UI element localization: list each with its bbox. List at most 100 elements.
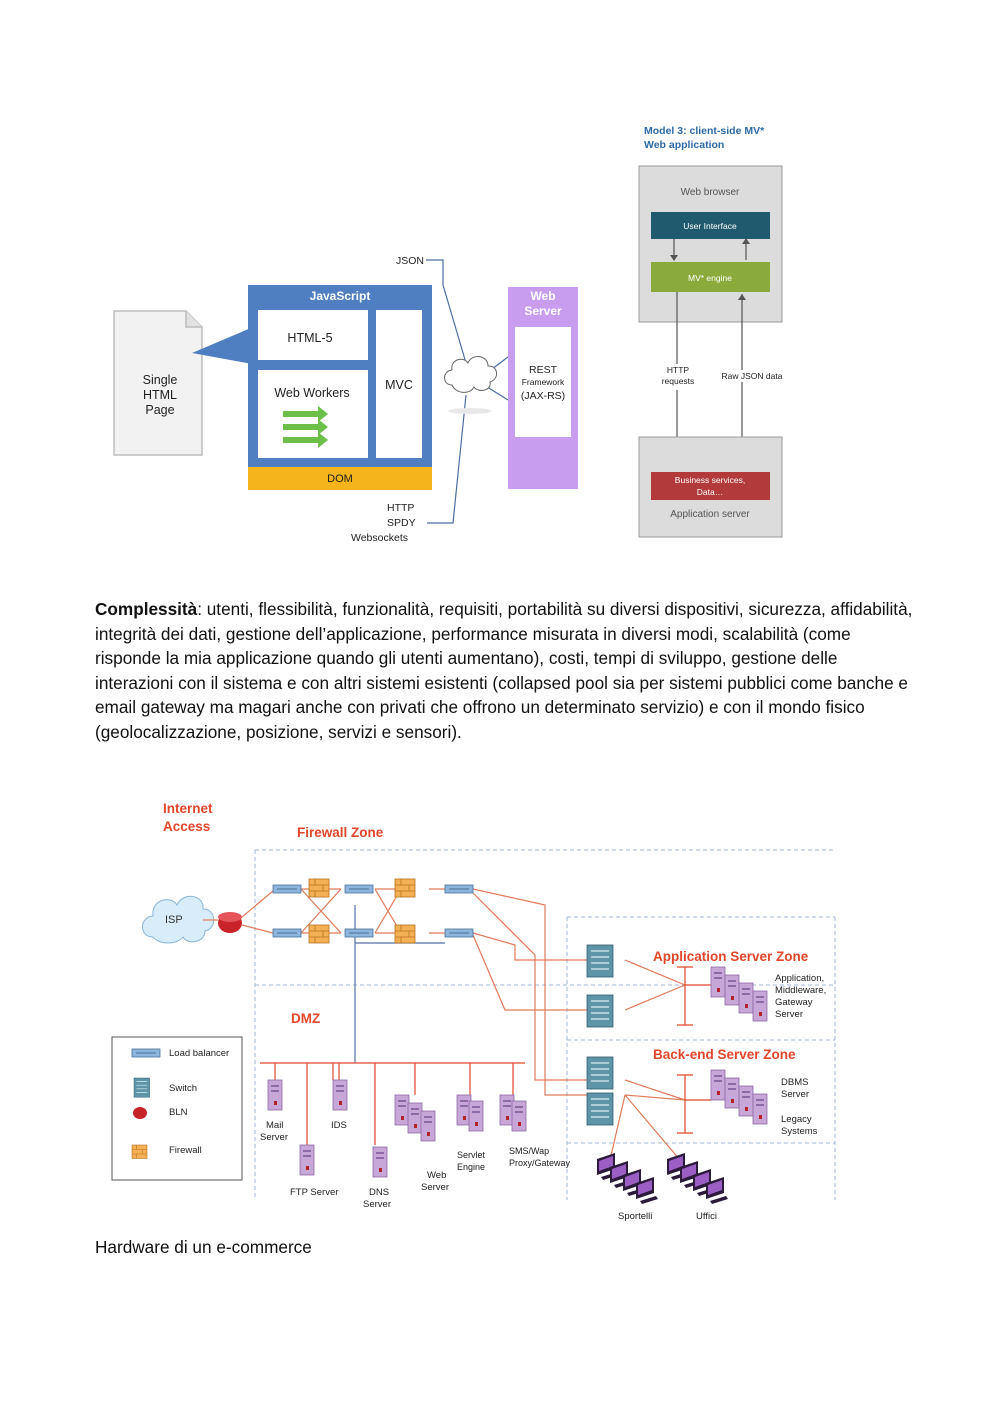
ftp-label: FTP Server [290, 1187, 338, 1198]
legend-switch: Switch [169, 1083, 197, 1094]
servlet-engine-icon [456, 1094, 484, 1132]
arrows-icon [283, 406, 328, 448]
servlet-2: Engine [457, 1162, 485, 1172]
uffici-label: Uffici [696, 1211, 717, 1222]
router-icon [218, 912, 242, 933]
firewall-icon [394, 878, 416, 898]
internet-access-2: Access [163, 819, 210, 834]
spa-architecture-diagram: Single HTML Page JavaScript HTML-5 Web W… [113, 255, 578, 544]
dbms-1: DBMS [781, 1077, 808, 1088]
model-title-2: Web application [644, 139, 724, 151]
cloud-icon [444, 356, 497, 414]
app-desc-3: Gateway [775, 997, 813, 1008]
complexity-paragraph: Complessità: utenti, flessibilità, funzi… [95, 597, 915, 745]
firewall-icon [308, 924, 330, 944]
mv-model-diagram: Model 3: client-side MV* Web application… [638, 125, 786, 538]
mv-engine-box [651, 262, 770, 292]
page-label-line-2: HTML [143, 388, 177, 402]
dom-label: DOM [327, 473, 353, 485]
web-server-cluster-icon [394, 1094, 436, 1142]
rest-box [515, 327, 571, 437]
legacy-2: Systems [781, 1126, 818, 1137]
dns-2: Server [363, 1199, 391, 1210]
isp-label: ISP [165, 914, 183, 926]
sms-1: SMS/Wap [509, 1146, 549, 1156]
single-html-page-icon: Single HTML Page [113, 310, 203, 456]
firewall-icon [308, 878, 330, 898]
user-interface-box [651, 212, 770, 239]
app-server-cluster-icon [710, 966, 768, 1022]
legacy-1: Legacy [781, 1114, 812, 1125]
raw-json-label: Raw JSON data [722, 371, 783, 381]
network-links [203, 888, 686, 1161]
firewall-icon [131, 1144, 148, 1159]
web-workers-label: Web Workers [274, 386, 349, 400]
page-label-line-3: Page [145, 403, 174, 417]
ids-label: IDS [331, 1120, 347, 1131]
app-server-zone-label: Application Server Zone [653, 949, 809, 964]
sportelli-terminals-icon [597, 1153, 658, 1204]
http-requests-1: HTTP [667, 365, 690, 375]
html5-label: HTML-5 [287, 331, 332, 345]
mail-2: Server [260, 1132, 288, 1143]
json-bracket [426, 259, 444, 285]
model-title-1: Model 3: client-side MV* [644, 125, 765, 137]
paragraph-text: : utenti, flessibilità, funzionalità, re… [95, 599, 913, 742]
sportelli-label: Sportelli [618, 1211, 652, 1222]
rest-line-3: (JAX-RS) [521, 390, 565, 402]
mv-engine-label: MV* engine [688, 273, 732, 283]
dbms-cluster-icon [710, 1069, 768, 1125]
load-balancer-icon [444, 884, 474, 894]
mail-1: Mail [266, 1120, 283, 1131]
firewall-zone-label: Firewall Zone [297, 825, 384, 840]
business-line-1: Business services, [675, 475, 745, 485]
legend-load-balancer: Load balancer [169, 1048, 229, 1059]
web-server-title-1: Web [530, 289, 555, 303]
dom-bar [248, 467, 432, 490]
servlet-1: Servlet [457, 1150, 486, 1160]
ids-server-icon [332, 1079, 348, 1111]
backend-zone-label: Back-end Server Zone [653, 1047, 796, 1062]
paragraph-bold-term: Complessità [95, 599, 198, 619]
json-label: JSON [396, 255, 424, 267]
app-desc-1: Application, [775, 973, 824, 984]
callout-pointer [192, 325, 258, 365]
load-balancer-icon [272, 884, 302, 894]
load-balancer-icon [344, 928, 374, 938]
switch-icon [586, 944, 614, 978]
application-server-label: Application server [670, 509, 750, 520]
bln-icon [133, 1107, 147, 1119]
load-balancer-icon [131, 1048, 161, 1058]
mvc-box [376, 310, 422, 458]
mail-server-icon [267, 1079, 283, 1111]
switch-icon [586, 994, 614, 1028]
dmz-bus [260, 1062, 525, 1145]
web-server-title-2: Server [524, 304, 562, 318]
http-requests-2: requests [662, 376, 695, 386]
protocol-spdy: SPDY [387, 517, 416, 529]
app-desc-4: Server [775, 1009, 803, 1020]
business-services-box [651, 472, 770, 500]
javascript-title: JavaScript [310, 289, 371, 303]
business-line-2: Data… [697, 487, 723, 497]
switch-icon [586, 1056, 614, 1090]
internet-access-1: Internet [163, 801, 213, 816]
switch-icon [133, 1077, 150, 1098]
load-balancer-icon [344, 884, 374, 894]
rest-line-1: REST [529, 364, 558, 376]
app-desc-2: Middleware, [775, 985, 826, 996]
html5-box [258, 310, 368, 360]
ecommerce-network-diagram: Internet Access Firewall Zone ISP [111, 801, 836, 1222]
web-browser-label: Web browser [681, 187, 740, 198]
sms-2: Proxy/Gateway [509, 1158, 571, 1168]
protocol-http: HTTP [387, 502, 414, 514]
ftp-server-icon [299, 1144, 315, 1176]
dmz-label: DMZ [291, 1011, 320, 1026]
firewall-icon [394, 924, 416, 944]
protocol-websockets: Websockets [351, 532, 408, 544]
user-interface-label: User Interface [683, 221, 737, 231]
uffici-terminals-icon [667, 1153, 728, 1204]
switch-icon [586, 1092, 614, 1126]
web-1: Web [427, 1170, 446, 1181]
link-line-top [442, 284, 467, 364]
